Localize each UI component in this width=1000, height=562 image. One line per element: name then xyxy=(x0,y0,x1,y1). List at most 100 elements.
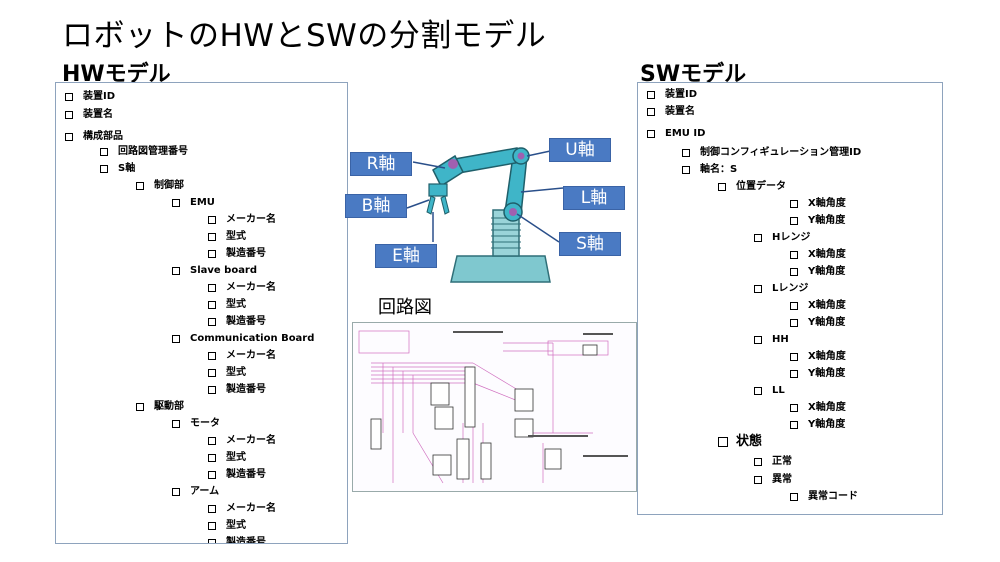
checkbox-square-icon xyxy=(65,93,73,101)
b-axis-label: B軸 xyxy=(345,194,407,218)
sw-tree-item-label: 状態 xyxy=(736,434,763,449)
sw-tree-item: Y軸角度 xyxy=(790,215,845,227)
hw-tree-item-label: 型式 xyxy=(226,367,246,378)
hw-tree-item: アーム xyxy=(172,486,219,498)
sw-tree-item-label: Hレンジ xyxy=(772,232,811,243)
sw-tree-item: X軸角度 xyxy=(790,402,846,414)
sw-tree-item: Y軸角度 xyxy=(790,368,845,380)
hw-tree-item-label: メーカー名 xyxy=(226,350,276,361)
checkbox-square-icon xyxy=(100,148,108,156)
checkbox-square-icon xyxy=(790,251,798,259)
checkbox-square-icon xyxy=(208,522,216,530)
sw-tree-item-label: X軸角度 xyxy=(808,249,846,260)
hw-tree-item-label: Slave board xyxy=(190,265,258,276)
sw-tree-item: Hレンジ xyxy=(754,232,810,244)
robot-arm-icon xyxy=(406,147,564,283)
sw-tree-item-label: Y軸角度 xyxy=(808,215,846,226)
sw-tree-item: 異常コード xyxy=(790,491,858,503)
checkbox-square-icon xyxy=(647,91,655,99)
hw-tree-item-label: 製造番号 xyxy=(226,316,266,327)
hw-tree-item-label: 駆動部 xyxy=(154,401,184,412)
hw-tree-item: メーカー名 xyxy=(208,282,276,294)
sw-tree-item: 位置データ xyxy=(718,181,786,193)
hw-tree-item-label: S軸 xyxy=(118,163,136,174)
checkbox-square-icon xyxy=(790,493,798,501)
hw-tree-item-label: 制御部 xyxy=(154,180,184,191)
hw-tree-item-label: 構成部品 xyxy=(83,131,123,142)
checkbox-square-icon xyxy=(790,200,798,208)
checkbox-square-icon xyxy=(172,199,180,207)
hw-tree-item-label: 型式 xyxy=(226,231,246,242)
hw-tree-item-label: メーカー名 xyxy=(226,435,276,446)
checkbox-square-icon xyxy=(172,488,180,496)
checkbox-square-icon xyxy=(136,182,144,190)
sw-tree-item-label: 正常 xyxy=(772,456,792,467)
checkbox-square-icon xyxy=(754,336,762,344)
checkbox-square-icon xyxy=(100,165,108,173)
sw-tree-item-label: Y軸角度 xyxy=(808,368,846,379)
checkbox-square-icon xyxy=(172,420,180,428)
hw-tree-item-label: 製造番号 xyxy=(226,384,266,395)
u-axis-label: U軸 xyxy=(549,138,611,162)
checkbox-square-icon xyxy=(682,166,690,174)
checkbox-square-icon xyxy=(790,217,798,225)
sw-tree-item-label: 位置データ xyxy=(736,181,786,192)
hw-tree-item-label: メーカー名 xyxy=(226,282,276,293)
sw-tree-item-label: HH xyxy=(772,334,789,345)
checkbox-square-icon xyxy=(718,437,728,447)
checkbox-square-icon xyxy=(208,301,216,309)
hw-tree-item-label: 製造番号 xyxy=(226,248,266,259)
checkbox-square-icon xyxy=(790,404,798,412)
hw-tree-item: 駆動部 xyxy=(136,401,184,413)
hw-tree-item: 製造番号 xyxy=(208,537,266,544)
hw-tree-item-label: メーカー名 xyxy=(226,503,276,514)
checkbox-square-icon xyxy=(790,302,798,310)
hw-tree-item-label: モータ xyxy=(190,418,220,429)
checkbox-square-icon xyxy=(208,454,216,462)
sw-tree-item: X軸角度 xyxy=(790,300,846,312)
hw-tree-item: Slave board xyxy=(172,265,257,277)
sw-tree-item-label: X軸角度 xyxy=(808,351,846,362)
checkbox-square-icon xyxy=(754,458,762,466)
hw-tree-item-label: 製造番号 xyxy=(226,469,266,480)
hw-tree-item-label: アーム xyxy=(190,486,220,497)
hw-tree-item: 装置ID xyxy=(65,91,115,103)
hw-tree-item: 製造番号 xyxy=(208,248,266,260)
hw-tree-item-label: 型式 xyxy=(226,452,246,463)
sw-tree-item: 異常 xyxy=(754,474,792,486)
circuit-diagram xyxy=(352,322,637,492)
sw-tree-item-label: 装置ID xyxy=(665,89,698,100)
checkbox-square-icon xyxy=(647,130,655,138)
hw-tree-item-label: 装置名 xyxy=(83,109,113,120)
hw-tree-item-label: 型式 xyxy=(226,520,246,531)
hw-tree-item: 構成部品 xyxy=(65,131,123,143)
circuit-schematic-icon xyxy=(358,330,628,484)
sw-tree-item-label: Y軸角度 xyxy=(808,317,846,328)
circuit-diagram-title: 回路図 xyxy=(378,297,432,318)
checkbox-square-icon xyxy=(790,268,798,276)
checkbox-square-icon xyxy=(208,386,216,394)
checkbox-square-icon xyxy=(172,267,180,275)
hw-tree-item-label: EMU xyxy=(190,197,215,208)
checkbox-square-icon xyxy=(172,335,180,343)
checkbox-square-icon xyxy=(65,111,73,119)
hw-tree-item: 型式 xyxy=(208,231,246,243)
sw-tree-item-label: EMU ID xyxy=(665,128,706,139)
sw-tree-item: HH xyxy=(754,334,789,346)
hw-tree-item: 製造番号 xyxy=(208,469,266,481)
checkbox-square-icon xyxy=(208,233,216,241)
checkbox-square-icon xyxy=(208,505,216,513)
e-axis-label: E軸 xyxy=(375,244,437,268)
r-axis-label: R軸 xyxy=(350,152,412,176)
sw-tree-item-label: 異常 xyxy=(772,474,792,485)
sw-tree-item: 装置名 xyxy=(647,106,695,118)
hw-tree-item: 製造番号 xyxy=(208,384,266,396)
hw-tree-item: EMU xyxy=(172,197,215,209)
checkbox-square-icon xyxy=(790,353,798,361)
hw-tree-item: 型式 xyxy=(208,299,246,311)
sw-tree-item: 装置ID xyxy=(647,89,697,101)
sw-tree-item-label: X軸角度 xyxy=(808,402,846,413)
hw-tree-item-label: 製造番号 xyxy=(226,537,266,544)
hw-tree-item-label: 装置ID xyxy=(83,91,116,102)
